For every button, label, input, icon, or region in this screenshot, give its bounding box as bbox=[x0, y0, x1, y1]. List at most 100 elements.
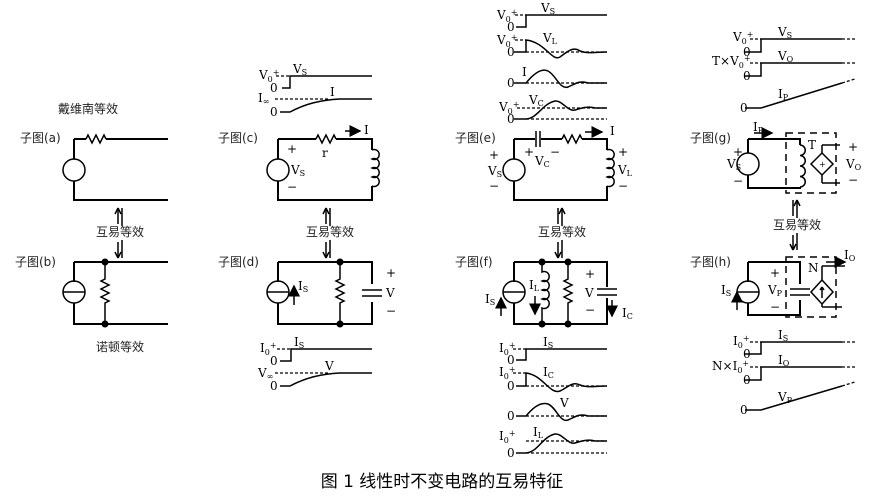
zero-label: 0 bbox=[507, 112, 515, 126]
wave-label-v0plus: V0+ bbox=[732, 30, 753, 46]
waveform-v bbox=[280, 372, 372, 387]
wave-label-vp: VP bbox=[777, 390, 793, 405]
plus-sign: + bbox=[524, 145, 534, 159]
wire bbox=[792, 233, 798, 250]
dependent-current-source-icon bbox=[809, 278, 835, 306]
wave-label-vo: VO bbox=[777, 49, 794, 64]
subfigure-d-label: 子图(d) bbox=[218, 255, 259, 269]
waveforms-e: V0+ VS 0 V0+ VL 0 I 0 V0+ VC 0 bbox=[496, 1, 608, 126]
transformer-box bbox=[785, 256, 837, 318]
minus-sign: − bbox=[550, 145, 560, 159]
down-arrow-icon bbox=[789, 243, 797, 251]
dashed-guide bbox=[513, 372, 607, 387]
wire bbox=[513, 139, 608, 201]
subfigure-d: 子图(d) IS + V − bbox=[218, 255, 396, 328]
node-dot bbox=[336, 320, 344, 328]
zero-label: 0 bbox=[270, 354, 278, 368]
wire bbox=[325, 240, 331, 258]
wire bbox=[792, 200, 798, 218]
wave-label-io: IO bbox=[778, 353, 790, 368]
zero-label: 0 bbox=[270, 105, 278, 119]
dependent-voltage-source-icon bbox=[809, 151, 835, 177]
reciprocal-label: 互易等效 bbox=[306, 224, 354, 239]
wire bbox=[117, 240, 123, 258]
up-arrow-icon bbox=[114, 207, 122, 215]
zero-label: 0 bbox=[507, 446, 515, 460]
waveform-is bbox=[280, 348, 372, 362]
waveform-vs bbox=[282, 75, 372, 89]
node-dot bbox=[538, 258, 546, 266]
source-label-is: IS bbox=[298, 279, 308, 294]
node-dot bbox=[538, 320, 546, 328]
wave-label-i: I bbox=[522, 65, 527, 79]
cap-label-vc: VC bbox=[534, 154, 550, 169]
wave-label-vl: VL bbox=[542, 31, 558, 46]
reciprocal-label: 互易等效 bbox=[96, 224, 144, 239]
wire bbox=[582, 138, 608, 150]
voltage-label-v: V bbox=[584, 286, 594, 300]
norton-label: 诺顿等效 bbox=[96, 339, 144, 354]
wave-label-i0plus: I0+ bbox=[733, 334, 750, 350]
wave-label-v: V bbox=[324, 359, 334, 373]
node-dot bbox=[101, 258, 109, 266]
wire bbox=[325, 208, 331, 226]
zero-label: 0 bbox=[507, 409, 515, 423]
waveforms-f: I0+ IS 0 I0+ IC 0 V 0 I0+ IL 0 bbox=[499, 335, 608, 460]
waveform-is bbox=[745, 341, 842, 355]
zero-label: 0 bbox=[743, 69, 751, 83]
wave-label-ic: IC bbox=[543, 365, 554, 380]
voltage-source-icon bbox=[502, 158, 526, 182]
waveforms-c: V0+ VS 0 I∞ I 0 bbox=[258, 62, 372, 119]
wire bbox=[73, 139, 168, 201]
down-arrow-icon bbox=[554, 251, 562, 259]
minus-sign: − bbox=[770, 300, 780, 314]
waveform-vs bbox=[516, 14, 607, 28]
reciprocal-arrows-ab: 互易等效 bbox=[96, 207, 144, 259]
waveforms-h: I0+ IS 0 N×I0+ IO 0 VP 0 bbox=[712, 328, 856, 417]
resistor-icon bbox=[99, 262, 111, 324]
wave-label-tv0plus: T×V0+ bbox=[712, 54, 751, 70]
wire bbox=[821, 144, 840, 184]
waveform-il bbox=[516, 433, 607, 454]
resistor-label: r bbox=[322, 146, 328, 160]
up-arrow-icon bbox=[819, 286, 825, 298]
current-label-ip: IP bbox=[753, 120, 764, 135]
subfigure-a: 戴维南等效 子图(a) bbox=[20, 101, 168, 201]
current-label: I bbox=[364, 123, 369, 137]
subfigure-b: 子图(b) 诺顿等效 bbox=[15, 255, 168, 354]
voltage-source-icon bbox=[62, 158, 86, 182]
wave-label-i0plus: I0+ bbox=[499, 365, 516, 381]
subfigure-a-label: 子图(a) bbox=[20, 131, 61, 145]
waveform-vo bbox=[745, 62, 842, 77]
waveform-io bbox=[745, 366, 842, 381]
source-label-is: IS bbox=[721, 283, 731, 298]
inductor-label-il: IL bbox=[529, 278, 540, 293]
node-dot bbox=[101, 320, 109, 328]
subfigure-e-label: 子图(e) bbox=[455, 131, 496, 145]
source-label-is: IS bbox=[485, 292, 495, 307]
waveforms-g: V0+ VS 0 T×V0+ VO 0 IP 0 bbox=[712, 25, 856, 115]
reciprocal-arrows-gh: 互易等效 bbox=[773, 199, 821, 251]
wire bbox=[336, 138, 373, 150]
plus-sign: + bbox=[733, 145, 743, 159]
waveform-vp bbox=[745, 385, 843, 411]
waveform-ic bbox=[516, 372, 608, 393]
plus-sign: + bbox=[287, 142, 297, 156]
zero-label: 0 bbox=[740, 403, 748, 417]
transformer-label: N bbox=[808, 261, 819, 275]
waveform-is bbox=[516, 348, 607, 361]
zero-label: 0 bbox=[507, 20, 515, 34]
subfigure-f-label: 子图(f) bbox=[455, 255, 493, 269]
plus-sign: + bbox=[618, 145, 628, 159]
subfigure-h: 子图(h) IS + VP − N IO bbox=[690, 248, 856, 318]
wave-label-ni0plus: N×I0+ bbox=[712, 359, 749, 375]
minus-sign: − bbox=[287, 180, 297, 194]
wave-label-il: IL bbox=[533, 425, 544, 440]
subfigure-b-label: 子图(b) bbox=[15, 255, 56, 269]
transformer-coil-icon bbox=[799, 144, 806, 188]
plus-sign: + bbox=[585, 267, 595, 281]
zero-label: 0 bbox=[507, 353, 515, 367]
resistor-icon bbox=[315, 133, 337, 145]
zero-label: 0 bbox=[743, 373, 751, 387]
transformer-label: T bbox=[808, 138, 816, 152]
